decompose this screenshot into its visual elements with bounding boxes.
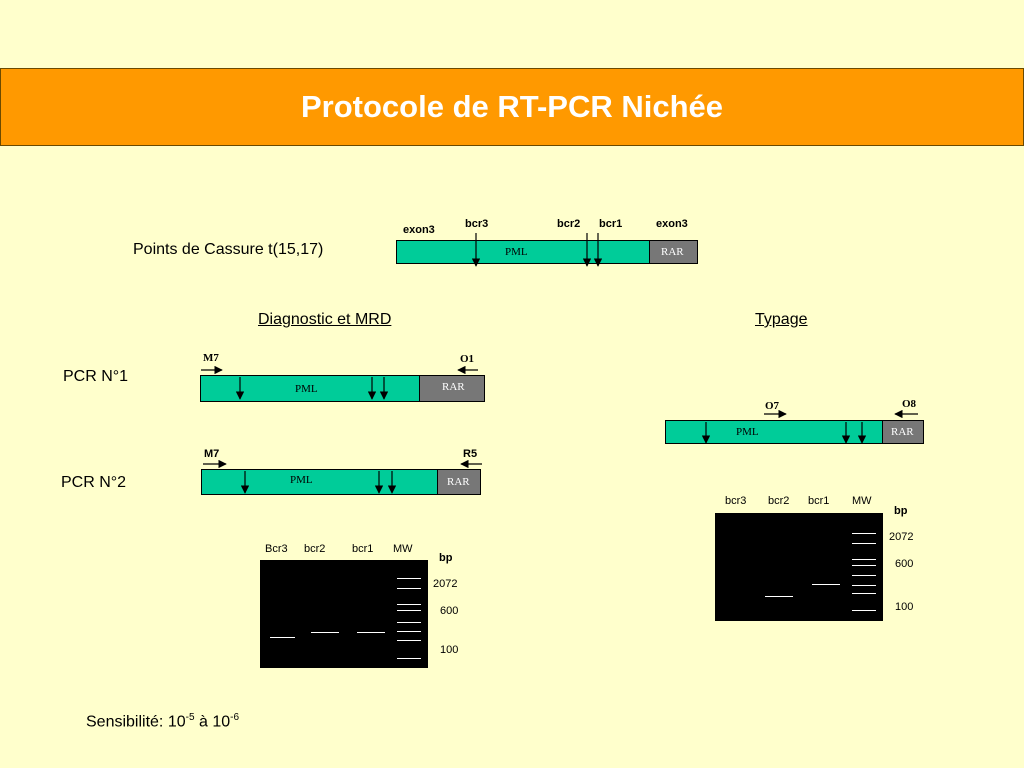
rar-label: RAR (442, 381, 465, 393)
primer-m7-pcr1: M7 (203, 352, 219, 364)
gel-band (765, 596, 793, 597)
rar-segment: RAR (650, 241, 697, 263)
gel-typage (715, 513, 883, 621)
bcr3-label: bcr3 (465, 218, 489, 230)
sensitivity-middle: à 10 (194, 713, 231, 731)
gel-ladder-band (397, 631, 421, 632)
gel-ladder-band (852, 559, 876, 560)
gel2-lane-bcr1: bcr1 (808, 495, 830, 507)
gel-diagnostic (260, 560, 428, 668)
pml-label: PML (505, 246, 528, 258)
rar-segment: RAR (438, 470, 480, 494)
gel-ladder-band (397, 578, 421, 579)
pml-segment: PML (666, 421, 883, 443)
gel1-lane-bcr3: Bcr3 (265, 543, 288, 555)
gel-ladder-band (852, 610, 876, 611)
gel-band (812, 584, 840, 585)
gel2-unit: bp (894, 505, 908, 517)
gel2-size-2072: 2072 (889, 531, 914, 543)
sensitivity-exp1: -5 (185, 712, 195, 723)
title-bar: Protocole de RT-PCR Nichée (0, 68, 1024, 146)
gel2-lane-mw: MW (852, 495, 872, 507)
gel-band (357, 632, 385, 633)
gel1-lane-bcr1: bcr1 (352, 543, 374, 555)
pcr2-label: PCR N°2 (61, 474, 127, 491)
breakpoints-construct: PML RAR (396, 240, 698, 264)
pcr2-construct: PML RAR (201, 469, 481, 495)
gel2-size-600: 600 (895, 558, 914, 570)
primer-r5: R5 (463, 448, 478, 460)
pml-segment: PML (201, 376, 420, 401)
primer-o8: O8 (902, 398, 917, 410)
exon3-right-label: exon3 (656, 218, 688, 230)
pcr1-construct: PML RAR (200, 375, 485, 402)
gel-ladder-band (852, 585, 876, 586)
primer-o1: O1 (460, 353, 475, 365)
gel-ladder-band (397, 622, 421, 623)
gel2-lane-bcr2: bcr2 (768, 495, 790, 507)
gel1-unit: bp (439, 552, 453, 564)
gel2-size-100: 100 (895, 601, 914, 613)
gel1-lane-bcr2: bcr2 (304, 543, 326, 555)
sensitivity-exp2: -6 (230, 712, 240, 723)
rar-segment: RAR (883, 421, 923, 443)
gel-ladder-band (397, 588, 421, 589)
sensitivity-prefix: Sensibilité: 10 (86, 713, 186, 731)
breakpoints-label: Points de Cassure t(15,17) (133, 241, 324, 258)
rar-segment: RAR (420, 376, 484, 401)
pml-label: PML (295, 383, 318, 395)
gel-ladder-band (852, 593, 876, 594)
diagnostic-heading: Diagnostic et MRD (258, 311, 392, 328)
pml-segment: PML (202, 470, 438, 494)
typage-heading: Typage (755, 311, 808, 328)
gel-ladder-band (852, 543, 876, 544)
bcr2-label: bcr2 (557, 218, 581, 230)
sensitivity-text: Sensibilité: 10-5 à 10-6 (86, 712, 239, 731)
pcr1-label: PCR N°1 (63, 368, 129, 385)
gel-ladder-band (852, 565, 876, 566)
gel-ladder-band (852, 533, 876, 534)
gel1-lane-mw: MW (393, 543, 413, 555)
gel-ladder-band (397, 604, 421, 605)
gel-ladder-band (397, 610, 421, 611)
pml-label: PML (290, 474, 313, 486)
rar-label: RAR (447, 476, 470, 488)
gel1-size-100: 100 (440, 644, 459, 656)
typage-construct: PML RAR (665, 420, 924, 444)
bcr1-label: bcr1 (599, 218, 623, 230)
gel2-lane-bcr3: bcr3 (725, 495, 747, 507)
gel-band (270, 637, 295, 638)
gel-ladder-band (852, 575, 876, 576)
rar-label: RAR (661, 246, 684, 258)
page-title: Protocole de RT-PCR Nichée (300, 89, 724, 124)
gel1-size-2072: 2072 (433, 578, 458, 590)
rar-label: RAR (891, 426, 914, 438)
gel-ladder-band (397, 640, 421, 641)
exon3-left-label: exon3 (403, 224, 435, 236)
gel-ladder-band (397, 658, 421, 659)
pml-segment: PML (397, 241, 650, 263)
pml-label: PML (736, 426, 759, 438)
primer-m7-pcr2: M7 (204, 448, 220, 460)
gel-band (311, 632, 339, 633)
gel1-size-600: 600 (440, 605, 459, 617)
primer-o7: O7 (765, 400, 780, 412)
